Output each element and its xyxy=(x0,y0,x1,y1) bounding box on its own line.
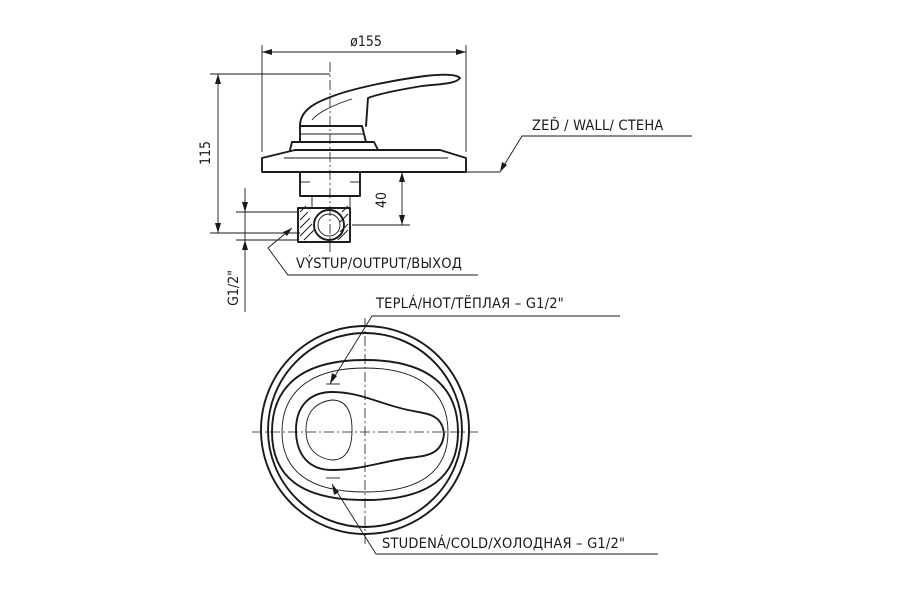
wall-callout: ZEĎ / WALL/ СТЕНА xyxy=(466,116,692,173)
output-callout-label: VÝSTUP/OUTPUT/ВЫХОД xyxy=(296,255,462,272)
hot-callout: TEPLÁ/HOT/TЁПЛАЯ – G1/2" xyxy=(329,294,620,385)
output-callout: VÝSTUP/OUTPUT/ВЫХОД xyxy=(267,227,478,276)
hot-callout-label: TEPLÁ/HOT/TЁПЛАЯ – G1/2" xyxy=(375,294,564,312)
escutcheon-plate xyxy=(261,149,467,173)
cartridge-cap xyxy=(289,141,379,151)
cold-callout: STUDENÁ/COLD/ХОЛОДНАЯ – G1/2" xyxy=(331,483,658,555)
output-connector xyxy=(297,207,351,243)
cold-callout-label: STUDENÁ/COLD/ХОЛОДНАЯ – G1/2" xyxy=(382,535,625,552)
output-port-outer xyxy=(313,209,345,241)
lever-front xyxy=(295,391,445,471)
diameter-dimension: ø155 xyxy=(261,34,467,152)
depth-label: 40 xyxy=(374,192,390,208)
thread-label: G1/2" xyxy=(226,270,242,306)
output-hatching xyxy=(299,205,349,241)
wall-callout-label: ZEĎ / WALL/ СТЕНА xyxy=(532,116,663,134)
depth-dimension: 40 xyxy=(352,171,410,226)
lever-inner-curve xyxy=(311,98,353,121)
cover-plate-inner xyxy=(281,367,449,493)
output-port-inner xyxy=(317,213,341,237)
lever-handle xyxy=(299,73,461,127)
height-dimension: 115 xyxy=(198,73,330,234)
side-view xyxy=(261,62,467,252)
front-view xyxy=(252,318,478,545)
lever-front-knob xyxy=(305,399,353,461)
thread-dimension: G1/2" xyxy=(226,188,298,312)
diameter-label: ø155 xyxy=(350,34,382,50)
height-label: 115 xyxy=(198,141,214,165)
